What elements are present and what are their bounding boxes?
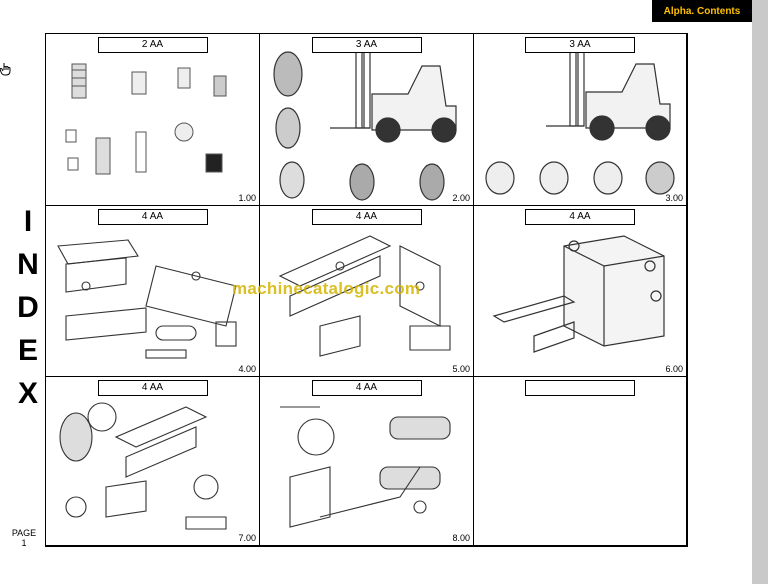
- chassis-a-illustration: [57, 239, 237, 359]
- index-cell-drivetrain[interactable]: 4 AA 8.00: [260, 377, 474, 546]
- index-cell-chassis-b[interactable]: 4 AA 5.00: [260, 206, 474, 377]
- cell-label: 3 AA: [525, 37, 635, 53]
- index-letter: D: [17, 291, 39, 324]
- cell-page-number: 6.00: [665, 364, 683, 374]
- page-indicator: PAGE 1: [10, 528, 38, 548]
- tyres-forklift-illustration: [273, 47, 457, 201]
- index-letter: N: [17, 248, 39, 281]
- hand-cursor-icon: [0, 63, 11, 76]
- cell-page-number: 5.00: [452, 364, 470, 374]
- cell-label: 4 AA: [311, 380, 422, 396]
- index-cell-empty: [474, 377, 687, 546]
- cell-label: 2 AA: [97, 37, 208, 53]
- index-letter: X: [17, 377, 38, 410]
- cell-page-number: 4.00: [238, 364, 256, 374]
- index-cell-axle-steering[interactable]: 4 AA 7.00: [46, 377, 260, 546]
- index-cell-chassis-a[interactable]: 4 AA 4.00: [46, 206, 260, 377]
- filters-illustration: [65, 63, 227, 175]
- index-letter: E: [17, 334, 38, 367]
- chassis-b-illustration: [278, 235, 451, 357]
- index-cell-filters[interactable]: 2 AA 1.00: [46, 34, 260, 206]
- cell-label: 4 AA: [311, 209, 422, 225]
- alpha-contents-button[interactable]: Alpha. Contents: [652, 0, 752, 22]
- axle-steering-illustration: [59, 402, 227, 530]
- cell-label: [525, 380, 635, 396]
- drivetrain-illustration: [280, 406, 451, 528]
- cell-page-number: 1.00: [238, 193, 256, 203]
- index-letter: I: [23, 205, 33, 238]
- page-label-text: PAGE: [11, 528, 37, 538]
- forklift-wheels-illustration: [485, 45, 675, 195]
- cell-page-number: 8.00: [452, 533, 470, 543]
- right-scroll-strip: [752, 0, 768, 584]
- cell-label: 4 AA: [97, 209, 208, 225]
- index-cell-tyres-forklift[interactable]: 3 AA 2.00: [260, 34, 474, 206]
- cell-label: 4 AA: [525, 209, 635, 225]
- cell-label: 4 AA: [97, 380, 208, 396]
- cell-page-number: 3.00: [665, 193, 683, 203]
- cell-page-number: 2.00: [452, 193, 470, 203]
- index-vertical-title: I N D E X: [14, 200, 42, 415]
- page-number: 1: [21, 538, 27, 548]
- watermark-text: machinecatalogic.com: [232, 279, 421, 298]
- cell-label: 3 AA: [311, 37, 422, 53]
- cell-page-number: 7.00: [238, 533, 256, 543]
- index-cell-frame-box[interactable]: 4 AA 6.00: [474, 206, 687, 377]
- index-grid: 2 AA 1.00 3 AA 2.00: [45, 33, 688, 547]
- frame-box-illustration: [492, 235, 665, 353]
- index-cell-forklift-wheels[interactable]: 3 AA 3.00: [474, 34, 687, 206]
